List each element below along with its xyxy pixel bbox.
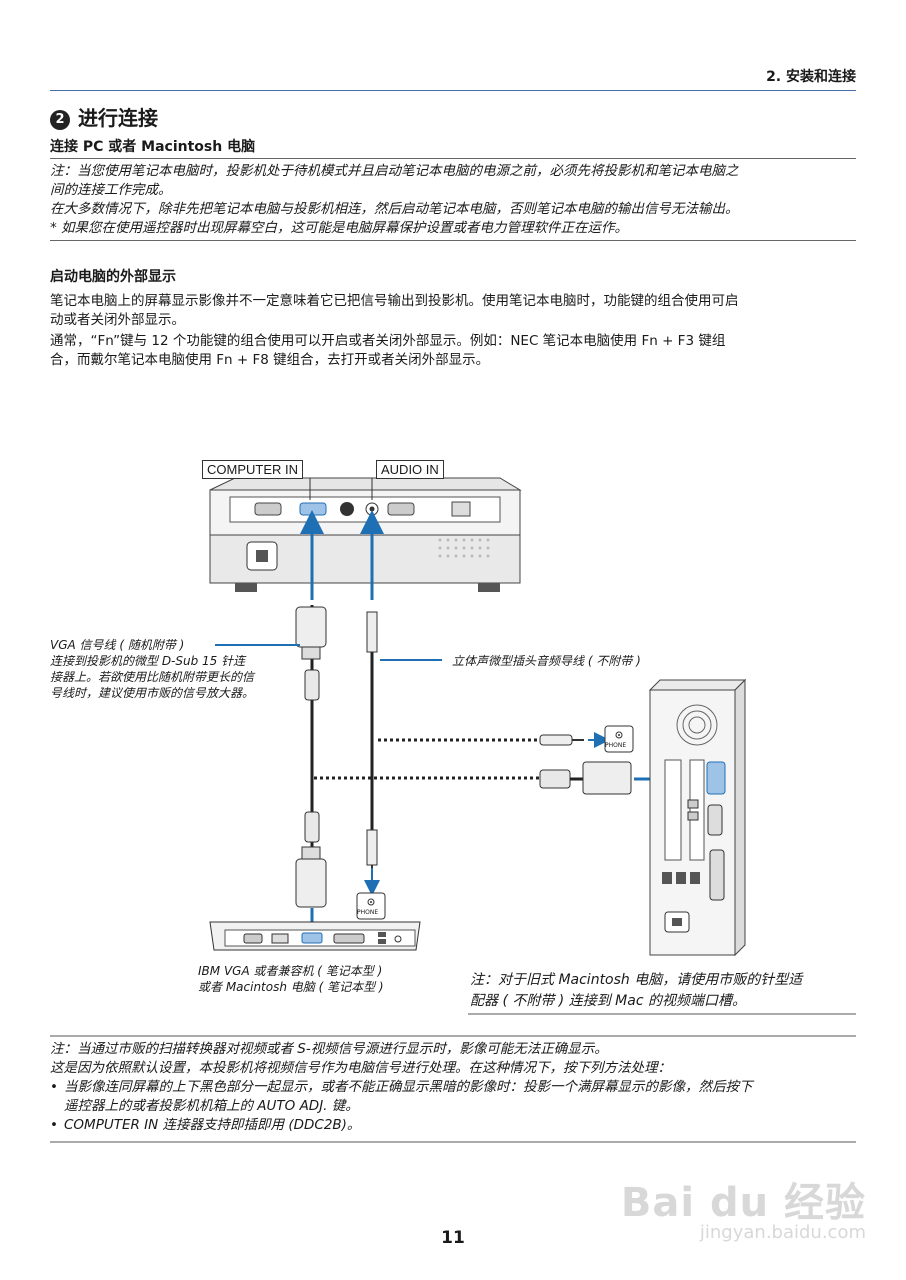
note2-bullets: • 当影像连同屏幕的上下黑色部分一起显示，或者不能正确显示黑暗的影像时：投影一个… — [50, 1078, 860, 1135]
audio-cable — [366, 611, 378, 880]
step-number-icon: 2 — [50, 110, 70, 130]
running-header: 2. 安装和连接 — [766, 69, 856, 85]
label-line: IBM VGA 或者兼容机 ( 笔记本型 ) — [198, 964, 383, 978]
note2-block: 注：当通过市贩的扫描转换器对视频或者 S-视频信号源进行显示时，影像可能无法正确… — [50, 1040, 860, 1078]
projector-illustration — [209, 477, 522, 592]
note1-line: 间的连接工作完成。 — [50, 182, 172, 198]
vga-cable-label: VGA 信号线 ( 随机附带 ) 连接到投影机的微型 D-Sub 15 针连 接… — [50, 637, 290, 701]
page-title: 2 进行连接 — [50, 102, 158, 131]
para-line: 通常，“Fn”键与 12 个功能键的组合使用可以开启或者关闭外部显示。例如：NE… — [50, 333, 726, 349]
bullet-line: 遥控器上的或者投影机机箱上的 AUTO ADJ. 键。 — [64, 1098, 359, 1114]
note1-block: 注：当您使用笔记本电脑时，投影机处于待机模式并且启动笔记本电脑的电源之前，必须先… — [50, 162, 860, 238]
vga-cable — [295, 605, 327, 908]
ext-display-para1: 笔记本电脑上的屏幕显示影像并不一定意味着它已把信号输出到投影机。使用笔记本电脑时… — [50, 292, 860, 330]
note1-bottom-rule — [50, 240, 856, 241]
bullet-icon: • — [50, 1079, 58, 1095]
bullet-line: 当影像连同屏幕的上下黑色部分一起显示，或者不能正确显示黑暗的影像时：投影一个满屏… — [64, 1079, 753, 1095]
laptop-illustration — [209, 921, 421, 951]
label-line: 接器上。若欲使用比随机附带更长的信 — [50, 670, 255, 684]
note1-line: 注：当您使用笔记本电脑时，投影机处于待机模式并且启动笔记本电脑的电源之前，必须先… — [50, 163, 739, 179]
para-line: 笔记本电脑上的屏幕显示影像并不一定意味着它已把信号输出到投影机。使用笔记本电脑时… — [50, 293, 739, 309]
watermark-url: jingyan.baidu.com — [699, 1222, 866, 1243]
phone-label-pc: PHONE — [605, 742, 627, 749]
label-line: 号线时，建议使用市贩的信号放大器。 — [50, 686, 255, 700]
section-subtitle: 连接 PC 或者 Macintosh 电脑 — [50, 139, 256, 155]
ext-display-heading: 启动电脑的外部显示 — [50, 269, 176, 285]
phone-label-laptop: PHONE — [357, 909, 379, 916]
page-number: 11 — [441, 1228, 465, 1248]
laptop-label: IBM VGA 或者兼容机 ( 笔记本型 ) 或者 Macintosh 电脑 (… — [198, 963, 384, 995]
bullet-line: COMPUTER IN 连接器支持即插即用 (DDC2B)。 — [64, 1117, 361, 1133]
mac-note: 注：对于旧式 Macintosh 电脑，请使用市贩的针型适 配器 ( 不附带 )… — [470, 970, 802, 1012]
label-line: VGA 信号线 ( 随机附带 ) — [50, 638, 185, 652]
note2-line: 注：当通过市贩的扫描转换器对视频或者 S-视频信号源进行显示时，影像可能无法正确… — [50, 1041, 608, 1057]
header-rule — [50, 90, 856, 91]
note1-line: 在大多数情况下，除非先把笔记本电脑与投影机相连，然后启动笔记本电脑，否则笔记本电… — [50, 201, 739, 217]
bullet-item: • COMPUTER IN 连接器支持即插即用 (DDC2B)。 — [50, 1116, 860, 1135]
label-line: 连接到投影机的微型 D-Sub 15 针连 — [50, 654, 246, 668]
label-line: 或者 Macintosh 电脑 ( 笔记本型 ) — [198, 980, 384, 994]
desktop-pc-illustration — [648, 678, 747, 957]
note1-line: * 如果您在使用遥控器时出现屏幕空白，这可能是电脑屏幕保护设置或者电力管理软件正… — [50, 220, 629, 236]
watermark-logo: Bai du 经验 — [620, 1180, 866, 1226]
para-line: 动或者关闭外部显示。 — [50, 312, 185, 328]
computer-in-label: COMPUTER IN — [202, 460, 303, 479]
audio-cable-label: 立体声微型插头音频导线 ( 不附带 ) — [452, 654, 641, 668]
bullet-item: • 当影像连同屏幕的上下黑色部分一起显示，或者不能正确显示黑暗的影像时：投影一个… — [50, 1078, 860, 1116]
bullet-icon: • — [50, 1117, 58, 1133]
note1-top-rule — [50, 158, 856, 159]
ext-display-para2: 通常，“Fn”键与 12 个功能键的组合使用可以开启或者关闭外部显示。例如：NE… — [50, 332, 860, 370]
note-line: 注：对于旧式 Macintosh 电脑，请使用市贩的针型适 — [470, 972, 803, 988]
audio-in-label: AUDIO IN — [376, 460, 444, 479]
para-line: 合，而戴尔笔记本电脑使用 Fn + F8 键组合，去打开或者关闭外部显示。 — [50, 352, 490, 368]
note2-line: 这是因为依照默认设置，本投影机将视频信号作为电脑信号进行处理。在这种情况下，按下… — [50, 1060, 671, 1076]
page-title-text: 进行连接 — [78, 106, 158, 130]
note-line: 配器 ( 不附带 ) 连接到 Mac 的视频端口槽。 — [470, 993, 746, 1009]
